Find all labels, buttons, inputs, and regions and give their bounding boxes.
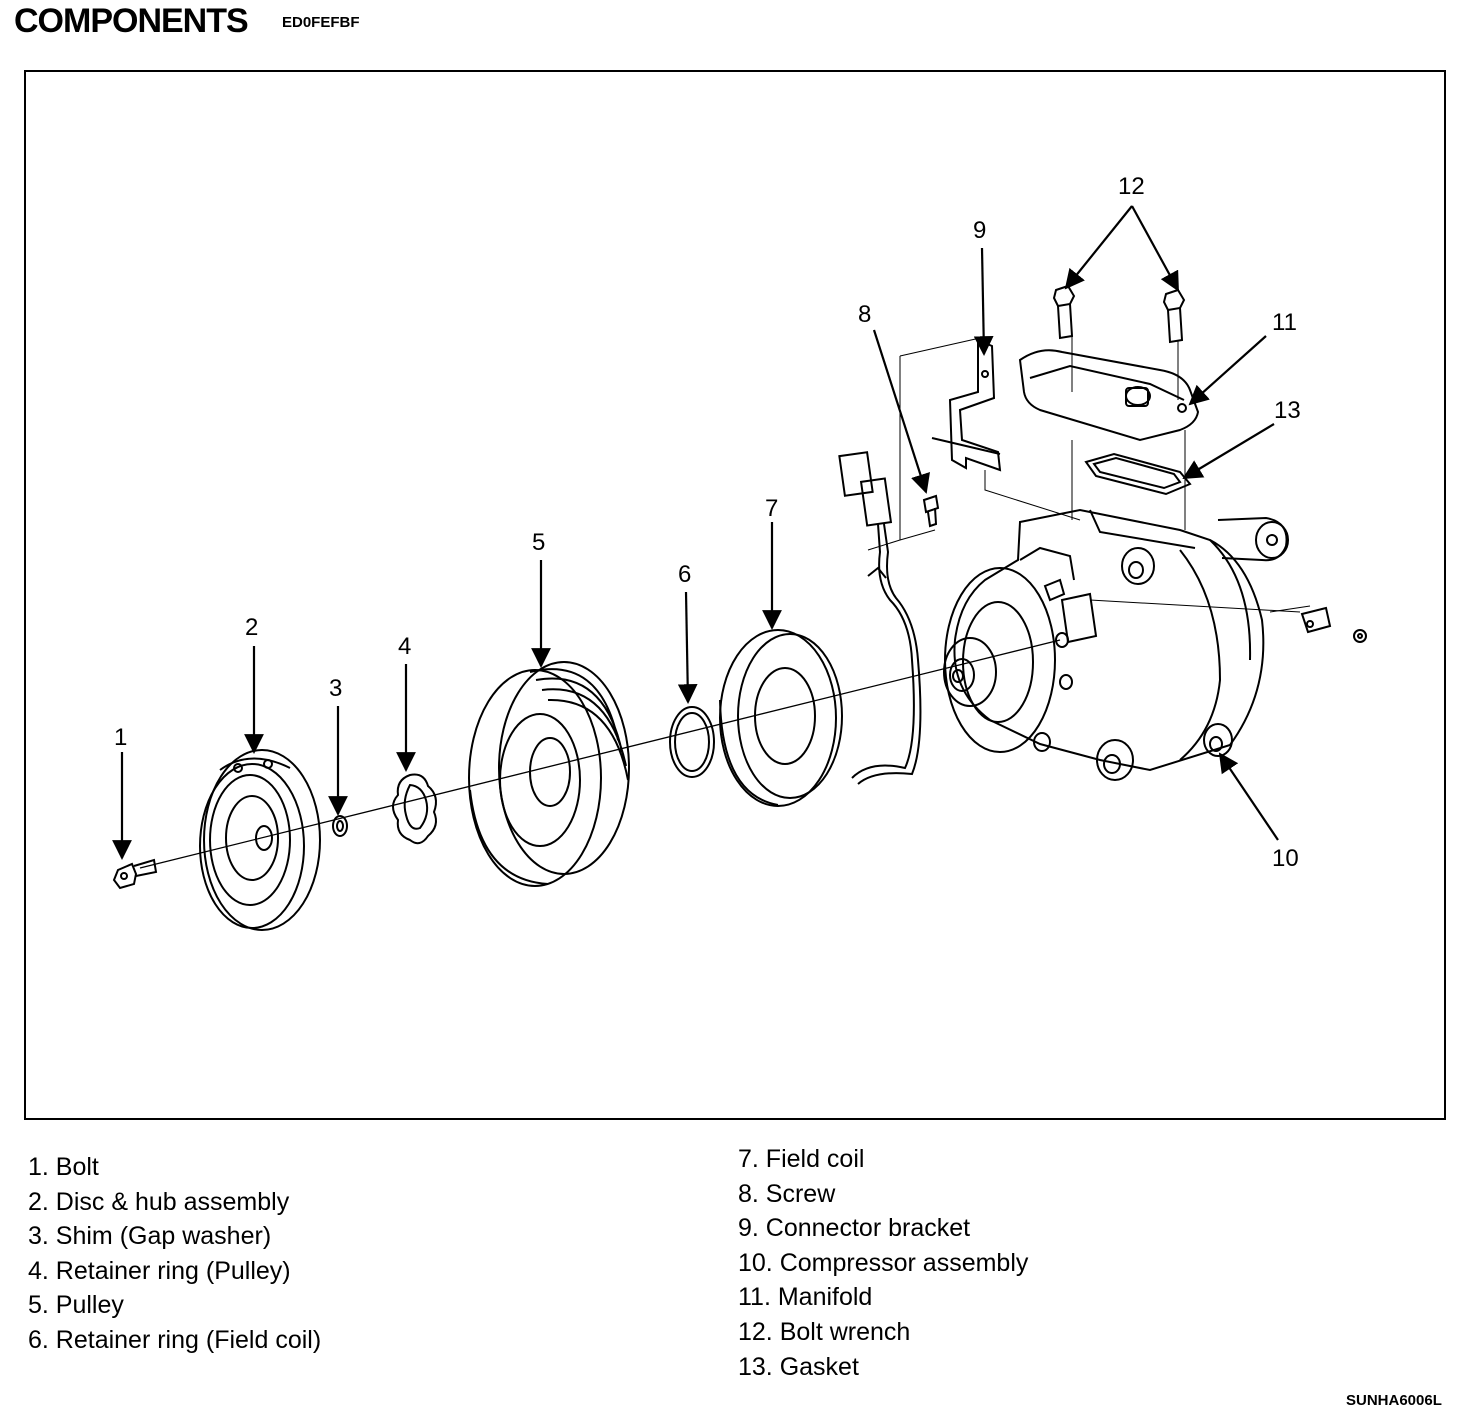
gasket-part	[1084, 452, 1192, 496]
legend-item: 10. Compressor assembly	[738, 1248, 1029, 1277]
callout-11: 11	[1272, 309, 1297, 336]
callout-4: 4	[398, 633, 411, 660]
section-code: ED0FEFBF	[282, 14, 360, 31]
field-coil-part	[719, 629, 843, 807]
legend-item: 7. Field coil	[738, 1145, 865, 1173]
leader-arrows	[112, 205, 1279, 860]
connector-bracket-part	[931, 338, 1002, 472]
legend-item: 2. Disc & hub assembly	[28, 1187, 290, 1216]
callout-8: 8	[858, 301, 871, 328]
callout-5: 5	[532, 529, 545, 556]
callout-1: 1	[114, 724, 127, 751]
legend-item: 4. Retainer ring (Pulley)	[28, 1256, 291, 1285]
figure-id: SUNHA6006L	[1346, 1392, 1442, 1409]
callout-labels: 1 2 3 4 5 6 7 8 9 10 11 12 13	[114, 173, 1301, 872]
legend-item: 1. Bolt	[28, 1153, 99, 1181]
diagram-frame	[24, 70, 1446, 1120]
legend-item: 8. Screw	[738, 1179, 836, 1208]
clip-nut-part	[1300, 606, 1367, 643]
pulley-part	[468, 661, 630, 887]
legend-right: 7. Field coil 8. Screw 9. Connector brac…	[738, 1142, 1028, 1384]
legend-item: 5. Pulley	[28, 1291, 124, 1320]
callout-7: 7	[765, 495, 778, 522]
manifold-part	[1018, 349, 1200, 442]
callout-10: 10	[1272, 845, 1299, 872]
callout-12: 12	[1118, 173, 1145, 200]
manifold-bolts-part	[1052, 284, 1186, 344]
legend-item: 12. Bolt wrench	[738, 1317, 911, 1346]
retainer-ring-pulley-part	[392, 773, 437, 845]
legend-item: 9. Connector bracket	[738, 1214, 971, 1243]
callout-2: 2	[245, 614, 258, 641]
legend-item: 3. Shim (Gap washer)	[28, 1222, 272, 1251]
bolt-part	[112, 858, 158, 890]
legend-item: 11. Manifold	[738, 1283, 873, 1312]
screw-part	[922, 494, 940, 528]
legend-item: 13. Gasket	[738, 1352, 859, 1381]
retainer-ring-coil-part	[669, 706, 715, 778]
shim-part	[332, 815, 348, 837]
page-title: COMPONENTS	[14, 2, 249, 40]
disc-hub-part	[199, 749, 321, 931]
legend-item: 6. Retainer ring (Field coil)	[28, 1325, 322, 1354]
connector-harness-part	[838, 451, 922, 785]
callout-13: 13	[1274, 397, 1301, 424]
callout-3: 3	[329, 675, 342, 702]
callout-9: 9	[973, 217, 986, 244]
legend-left: 1. Bolt 2. Disc & hub assembly 3. Shim (…	[28, 1150, 321, 1358]
compressor-part	[943, 508, 1289, 781]
callout-6: 6	[678, 561, 691, 588]
